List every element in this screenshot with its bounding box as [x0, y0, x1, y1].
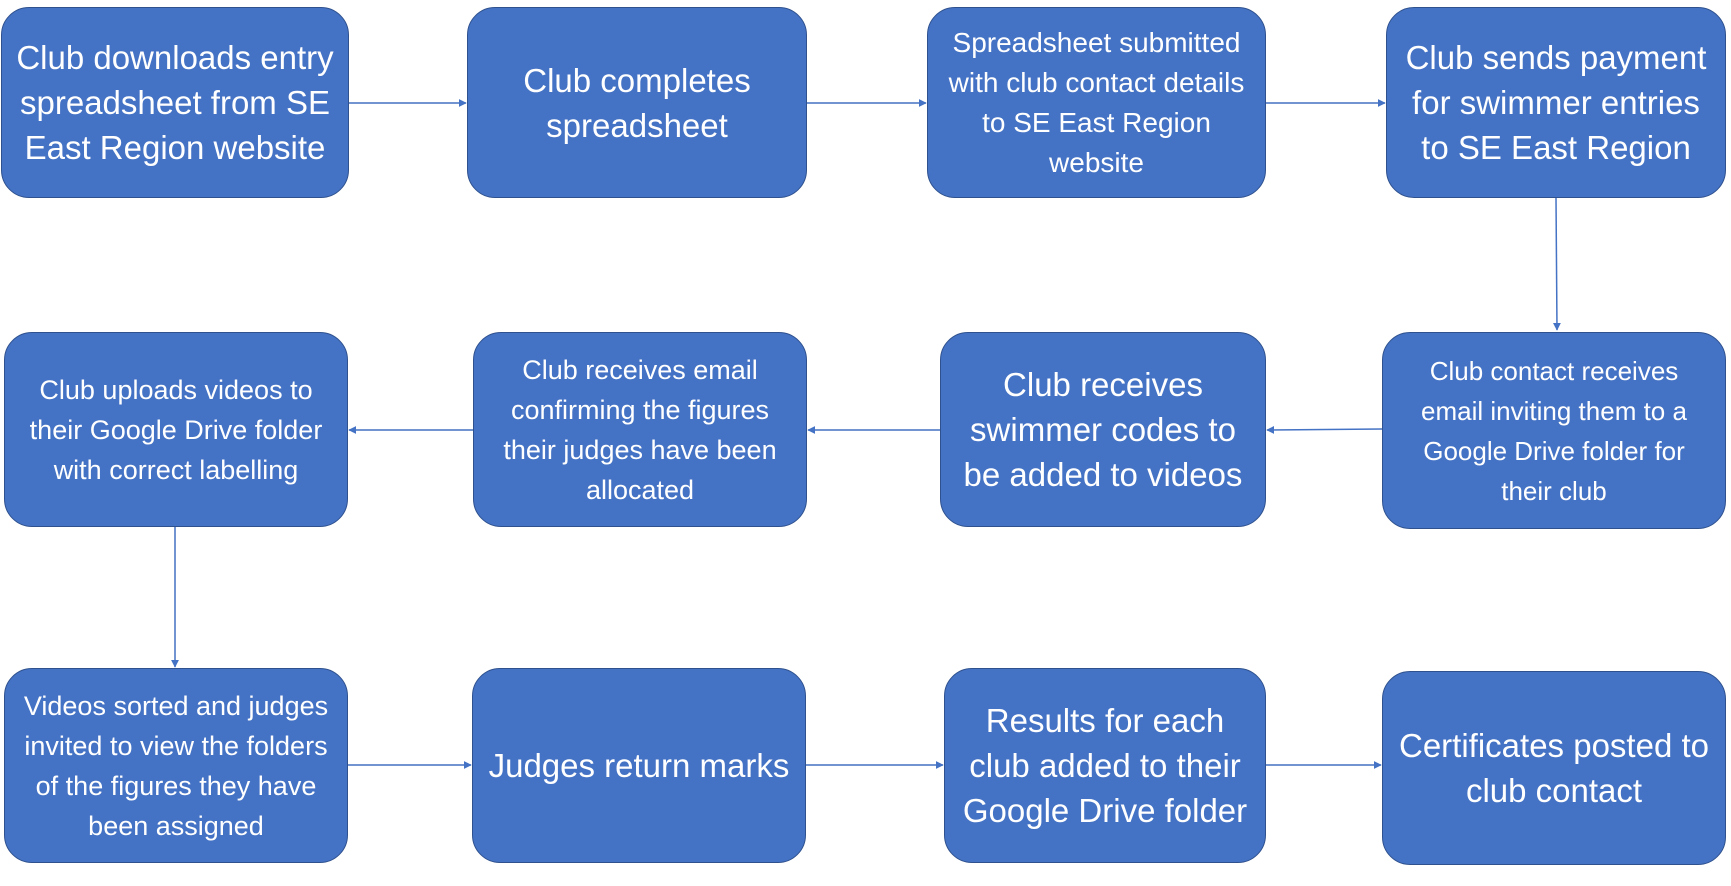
step-certificates-posted: Certificates posted to club contact	[1382, 671, 1726, 865]
step-receive-swimmer-codes: Club receives swimmer codes to be added …	[940, 332, 1266, 527]
arrow-4-to-8	[1552, 197, 1561, 331]
step-drive-invite-email: Club contact receives email inviting the…	[1382, 332, 1726, 529]
step-upload-videos: Club uploads videos to their Google Driv…	[4, 332, 348, 527]
step-label: Results for each club added to their Goo…	[962, 702, 1248, 829]
step-results-added: Results for each club added to their Goo…	[944, 668, 1266, 863]
step-videos-sorted: Videos sorted and judges invited to view…	[4, 668, 348, 863]
step-submit-spreadsheet: Spreadsheet submitted with club contact …	[927, 7, 1266, 198]
step-label: Club contact receives email inviting the…	[1421, 355, 1687, 506]
step-label: Club completes spreadsheet	[523, 61, 751, 144]
step-label: Videos sorted and judges invited to view…	[23, 690, 329, 841]
step-label: Club receives email confirming the figur…	[503, 354, 777, 505]
step-judges-return-marks: Judges return marks	[472, 668, 806, 863]
step-label: Club sends payment for swimmer entries t…	[1405, 39, 1707, 166]
step-label: Certificates posted to club contact	[1399, 727, 1709, 809]
step-label: Club uploads videos to their Google Driv…	[29, 374, 323, 485]
step-send-payment: Club sends payment for swimmer entries t…	[1386, 7, 1726, 198]
step-label: Club receives swimmer codes to be added …	[963, 366, 1243, 493]
step-receive-figures-email: Club receives email confirming the figur…	[473, 332, 807, 527]
step-label: Club downloads entry spreadsheet from SE…	[16, 39, 334, 166]
step-label: Judges return marks	[488, 747, 790, 784]
step-complete-spreadsheet: Club completes spreadsheet	[467, 7, 807, 198]
step-download-spreadsheet: Club downloads entry spreadsheet from SE…	[1, 7, 349, 198]
step-label: Spreadsheet submitted with club contact …	[948, 26, 1245, 178]
arrow-8-to-7	[1266, 425, 1383, 434]
